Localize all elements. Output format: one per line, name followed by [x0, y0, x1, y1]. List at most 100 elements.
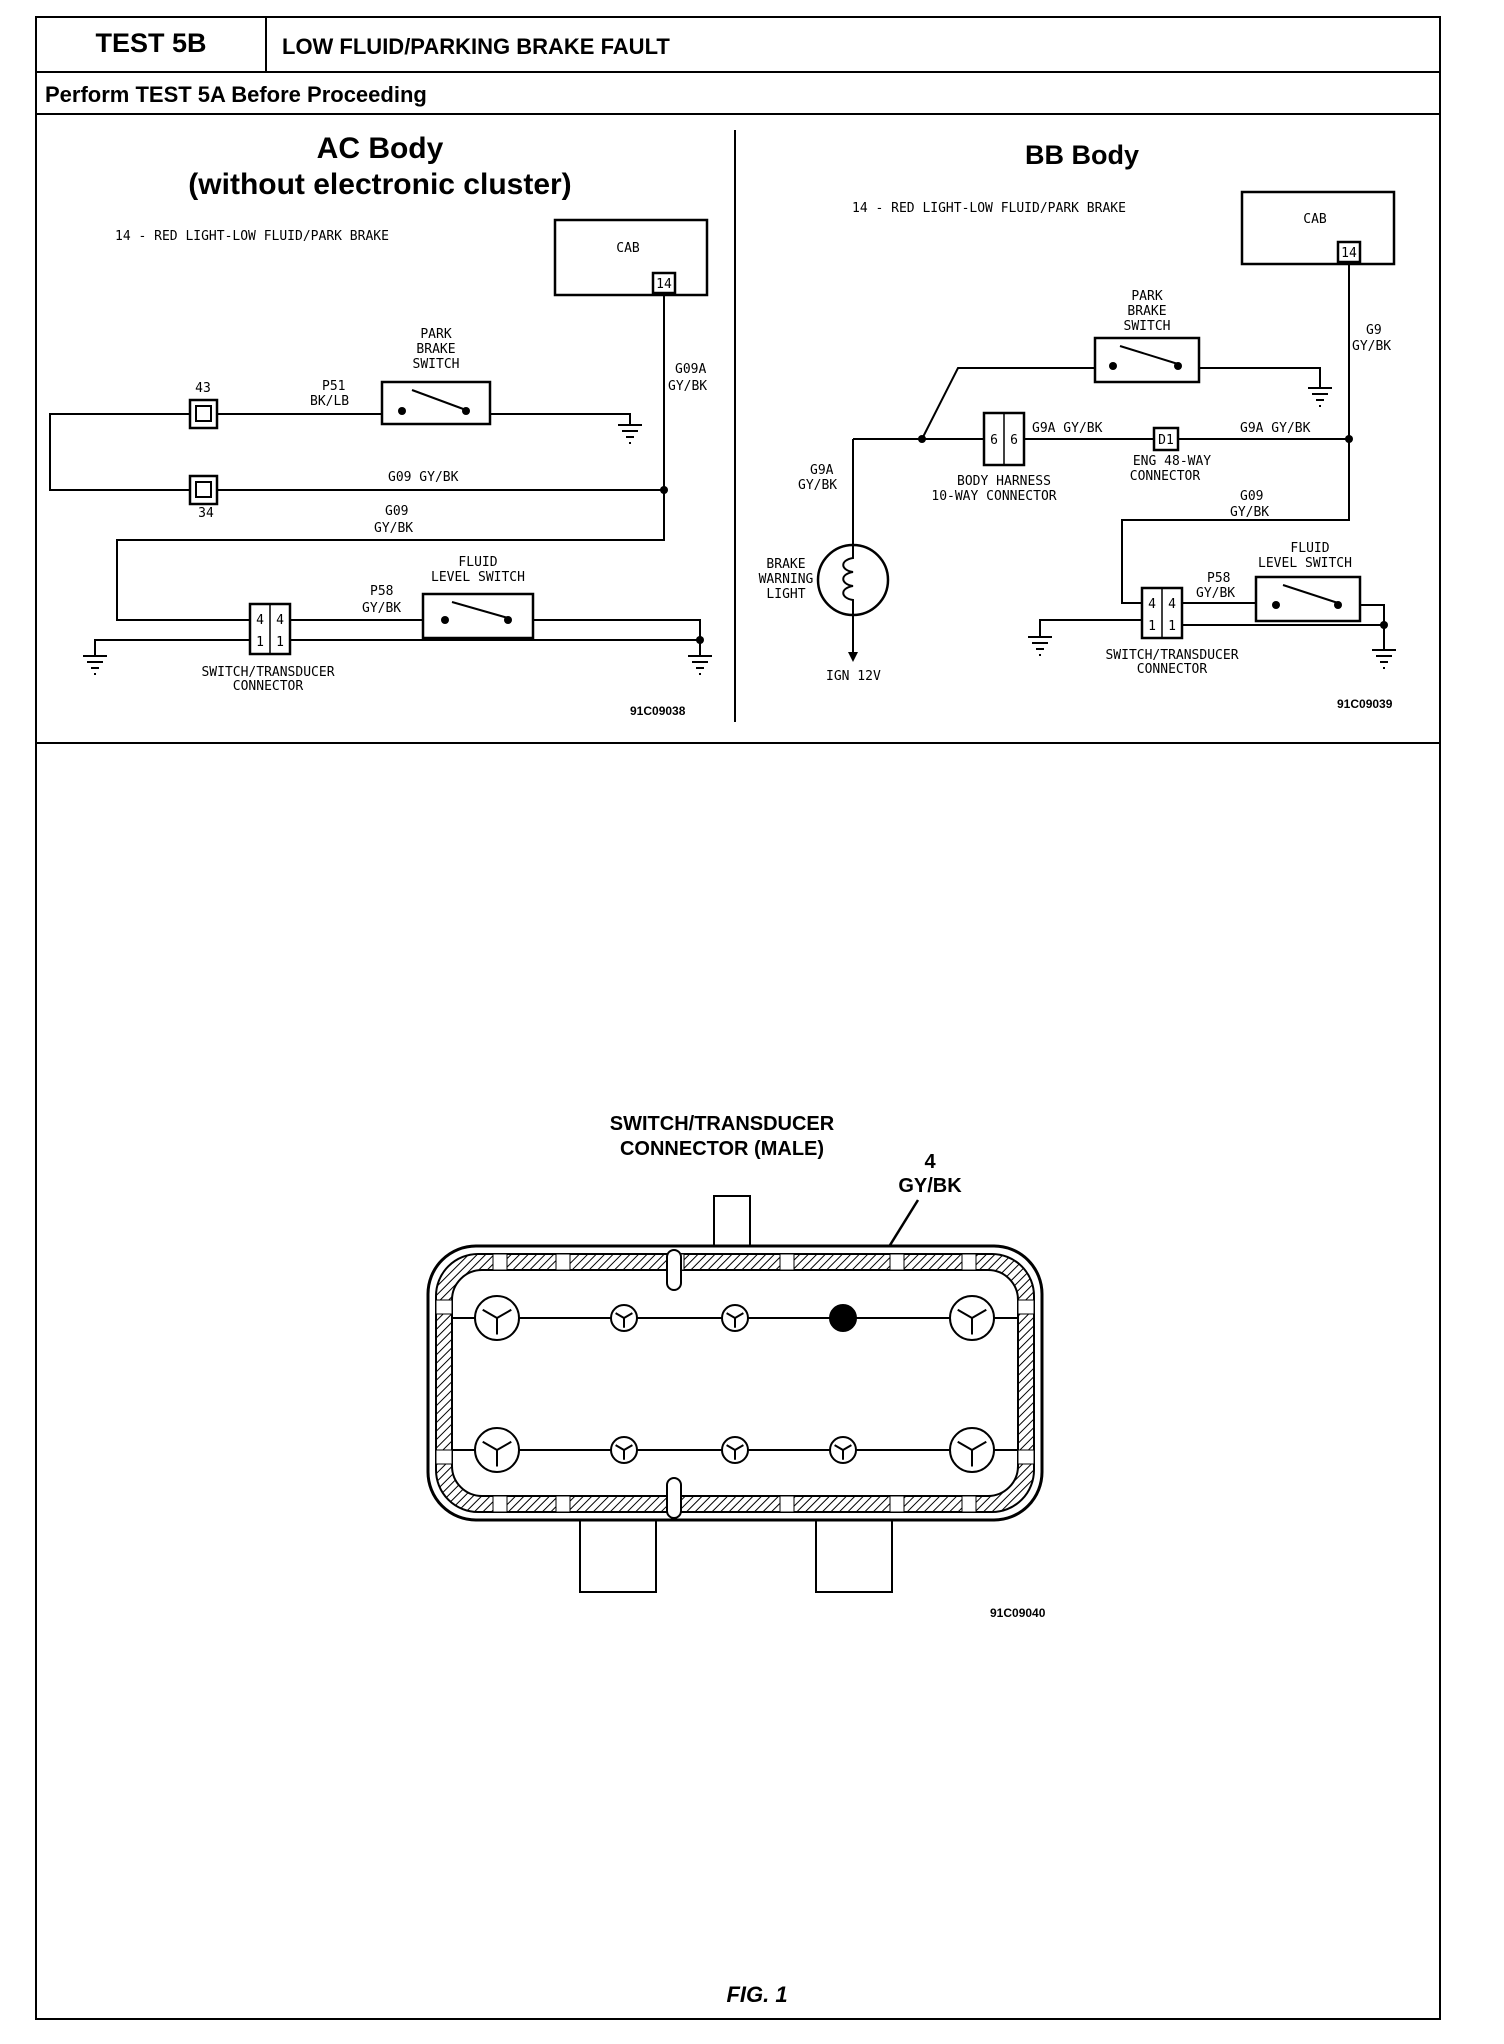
ac-wire-loop [49, 413, 190, 491]
bb-g09-1: G09 [1240, 489, 1263, 504]
connector-pin-contact [957, 1308, 987, 1335]
diagram-row-divider [37, 742, 1439, 744]
bb-g9a-right: G9A GY/BK [1240, 421, 1311, 436]
ac-wire-connector-ground [94, 639, 250, 656]
connector-tab-left [579, 1509, 657, 1593]
test-id-cell: TEST 5B [37, 18, 267, 71]
connector-title-2: CONNECTOR (MALE) [620, 1138, 824, 1160]
ac-cab-box [553, 218, 709, 297]
ac-cab-pin: 14 [656, 277, 672, 292]
bb-fluid-arm [1282, 584, 1339, 604]
ac-ground-3 [688, 655, 712, 675]
connector-seal-gaps [435, 1253, 1035, 1513]
ac-p51-2: BK/LB [310, 394, 349, 409]
bb-st-pin-1b: 1 [1168, 619, 1176, 634]
bb-eng-2: CONNECTOR [1130, 469, 1201, 484]
bb-body-diagram: BB Body 14 - RED LIGHT-LOW FLUID/PARK BR… [759, 140, 1396, 711]
bb-circuit-note: 14 - RED LIGHT-LOW FLUID/PARK BRAKE [852, 201, 1126, 216]
connector-pin-contact [834, 1444, 852, 1460]
ac-st-label-2: CONNECTOR [233, 679, 304, 694]
bb-brake-1: BRAKE [766, 557, 805, 572]
bb-title: BB Body [1025, 140, 1139, 170]
ac-title-line1: AC Body [317, 132, 444, 165]
test-id: TEST 5B [95, 28, 207, 58]
figure-caption: FIG. 1 [726, 1982, 787, 2007]
connector-fig-code: 91C09040 [990, 1606, 1046, 1620]
bb-junction-left [918, 435, 926, 443]
bb-brake-lamp-filament [842, 545, 854, 615]
connector-pin-contact [726, 1444, 744, 1460]
ac-p51-1: P51 [322, 379, 345, 394]
connector-pin-number: 4 [924, 1151, 936, 1173]
bb-park-1: PARK [1131, 289, 1162, 304]
connector-key-bottom [666, 1477, 682, 1519]
bb-park-3: SWITCH [1124, 319, 1171, 334]
ac-park-2: BRAKE [416, 342, 455, 357]
bb-p58-1: P58 [1207, 571, 1230, 586]
bb-wire-park-ground [1199, 367, 1321, 388]
bb-ign-arrow [848, 652, 858, 662]
ac-conn-43-inner [195, 405, 212, 422]
ac-circuit-note: 14 - RED LIGHT-LOW FLUID/PARK BRAKE [115, 229, 389, 244]
connector-pins [474, 1295, 995, 1473]
ac-fluid-switch-box [421, 592, 535, 640]
bb-fluid-1: FLUID [1290, 541, 1329, 556]
header-row: TEST 5B LOW FLUID/PARKING BRAKE FAULT [37, 18, 1439, 73]
bb-ground-3 [1372, 649, 1396, 669]
ac-title-line2: (without electronic cluster) [188, 168, 571, 201]
ac-st-pin-4a: 4 [256, 613, 264, 628]
connector-pin-wire: GY/BK [898, 1175, 962, 1197]
ac-g09a-1: G09A [675, 362, 706, 377]
ac-st-pin-1a: 1 [256, 635, 264, 650]
bb-fluid-2: LEVEL SWITCH [1258, 556, 1352, 571]
ac-park-1: PARK [420, 327, 451, 342]
connector-top-key [713, 1195, 751, 1249]
ac-body-diagram: AC Body (without electronic cluster) 14 … [49, 132, 712, 718]
connector-pin-contact [957, 1440, 987, 1467]
bb-g9a-left: G9A GY/BK [1032, 421, 1103, 436]
ac-st-pin-4b: 4 [276, 613, 284, 628]
prereq-text: Perform TEST 5A Before Proceeding [45, 82, 427, 107]
bb-st-label-1: SWITCH/TRANSDUCER [1105, 648, 1238, 663]
connector-face-view: SWITCH/TRANSDUCER CONNECTOR (MALE) 4 GY/… [426, 1113, 1044, 1593]
bb-cab-box [1240, 190, 1396, 266]
ac-fluid-arm [451, 601, 509, 619]
connector-tab-right [815, 1509, 893, 1593]
ac-park-switch-arm [411, 389, 467, 411]
ac-junction [660, 486, 668, 494]
connector-pin-contact [615, 1312, 633, 1328]
ac-ground-1 [618, 424, 642, 444]
bb-st-pin-4a: 4 [1148, 597, 1156, 612]
connector-title-1: SWITCH/TRANSDUCER [610, 1113, 835, 1135]
ac-park-3: SWITCH [413, 357, 460, 372]
bb-cab-label: CAB [1303, 212, 1327, 227]
ac-st-pin-1b: 1 [276, 635, 284, 650]
bb-pin-6a: 6 [990, 433, 998, 448]
bb-fluid-contact-1 [1272, 601, 1280, 609]
ac-park-switch-contact-1 [398, 407, 406, 415]
ac-g09-2: GY/BK [374, 521, 413, 536]
ac-ground-2 [83, 655, 107, 675]
connector-key-top [666, 1249, 682, 1291]
bb-st-pin-4b: 4 [1168, 597, 1176, 612]
ac-conn-43 [188, 398, 219, 430]
bb-body-1: BODY HARNESS [957, 474, 1051, 489]
connector-pin-contact [726, 1312, 744, 1328]
bb-ground-2 [1028, 636, 1052, 656]
ac-fluid-contact-1 [441, 616, 449, 624]
bb-wire-fluid-ground [1360, 604, 1385, 650]
ac-fig-code: 91C09038 [630, 704, 686, 718]
bb-g9-1: G9 [1366, 323, 1382, 338]
bb-park-switch-box [1093, 336, 1201, 384]
ac-conn-43-label: 43 [195, 381, 211, 396]
bb-wire-park-left [921, 367, 1095, 440]
connector-pin-contact [482, 1440, 512, 1467]
bb-brake-3: LIGHT [766, 587, 805, 602]
ac-g09-inline: G09 GY/BK [388, 470, 459, 485]
bb-g09-2: GY/BK [1230, 505, 1269, 520]
page-frame: TEST 5B LOW FLUID/PARKING BRAKE FAULT Pe… [35, 16, 1441, 2020]
ac-conn-34 [188, 474, 219, 506]
ac-park-switch-box [380, 380, 492, 426]
bb-wire-conn-ground-left [1039, 619, 1142, 637]
bb-pin-6b: 6 [1010, 433, 1018, 448]
